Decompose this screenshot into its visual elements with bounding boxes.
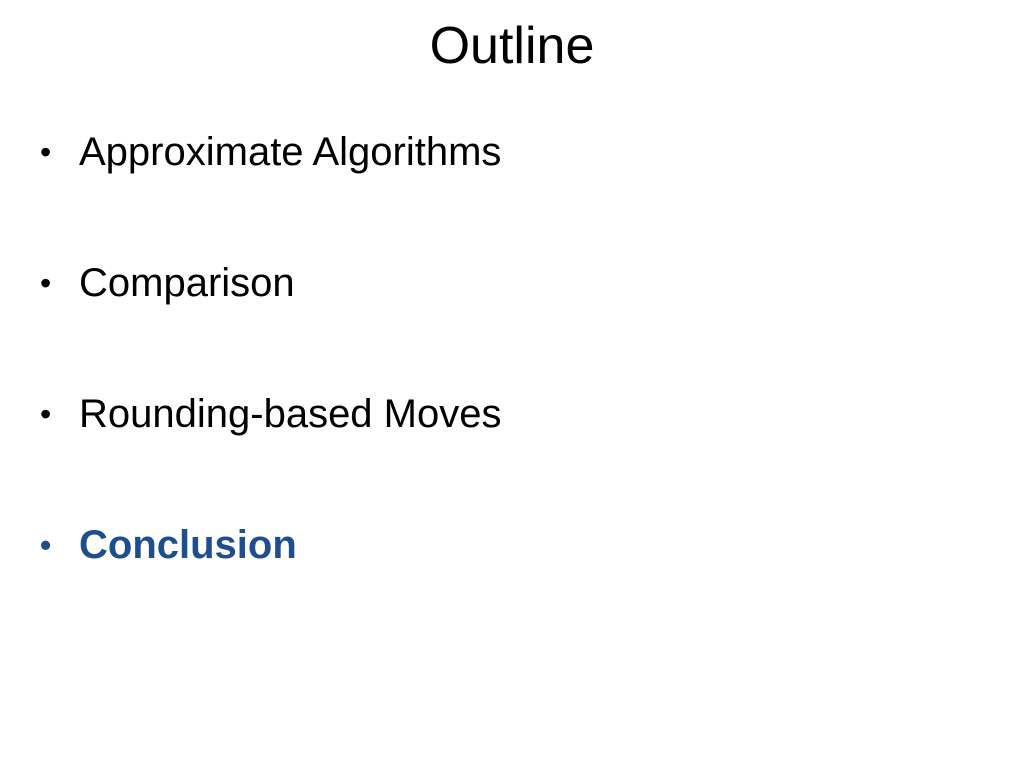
outline-item-rounding-based-moves: • Rounding-based Moves — [40, 388, 980, 440]
bullet-icon: • — [40, 396, 52, 432]
outline-list: • Approximate Algorithms • Comparison • … — [40, 126, 980, 650]
outline-item-label: Approximate Algorithms — [79, 130, 502, 174]
slide-title: Outline — [429, 17, 595, 75]
outline-item-label: Conclusion — [79, 523, 297, 567]
outline-item-label: Comparison — [79, 261, 295, 305]
outline-item-comparison: • Comparison — [40, 257, 980, 309]
bullet-icon: • — [40, 527, 52, 563]
bullet-icon: • — [40, 265, 52, 301]
outline-item-label: Rounding-based Moves — [79, 392, 502, 436]
outline-item-conclusion: • Conclusion — [40, 519, 980, 571]
bullet-icon: • — [40, 134, 52, 170]
outline-item-approximate-algorithms: • Approximate Algorithms — [40, 126, 980, 178]
